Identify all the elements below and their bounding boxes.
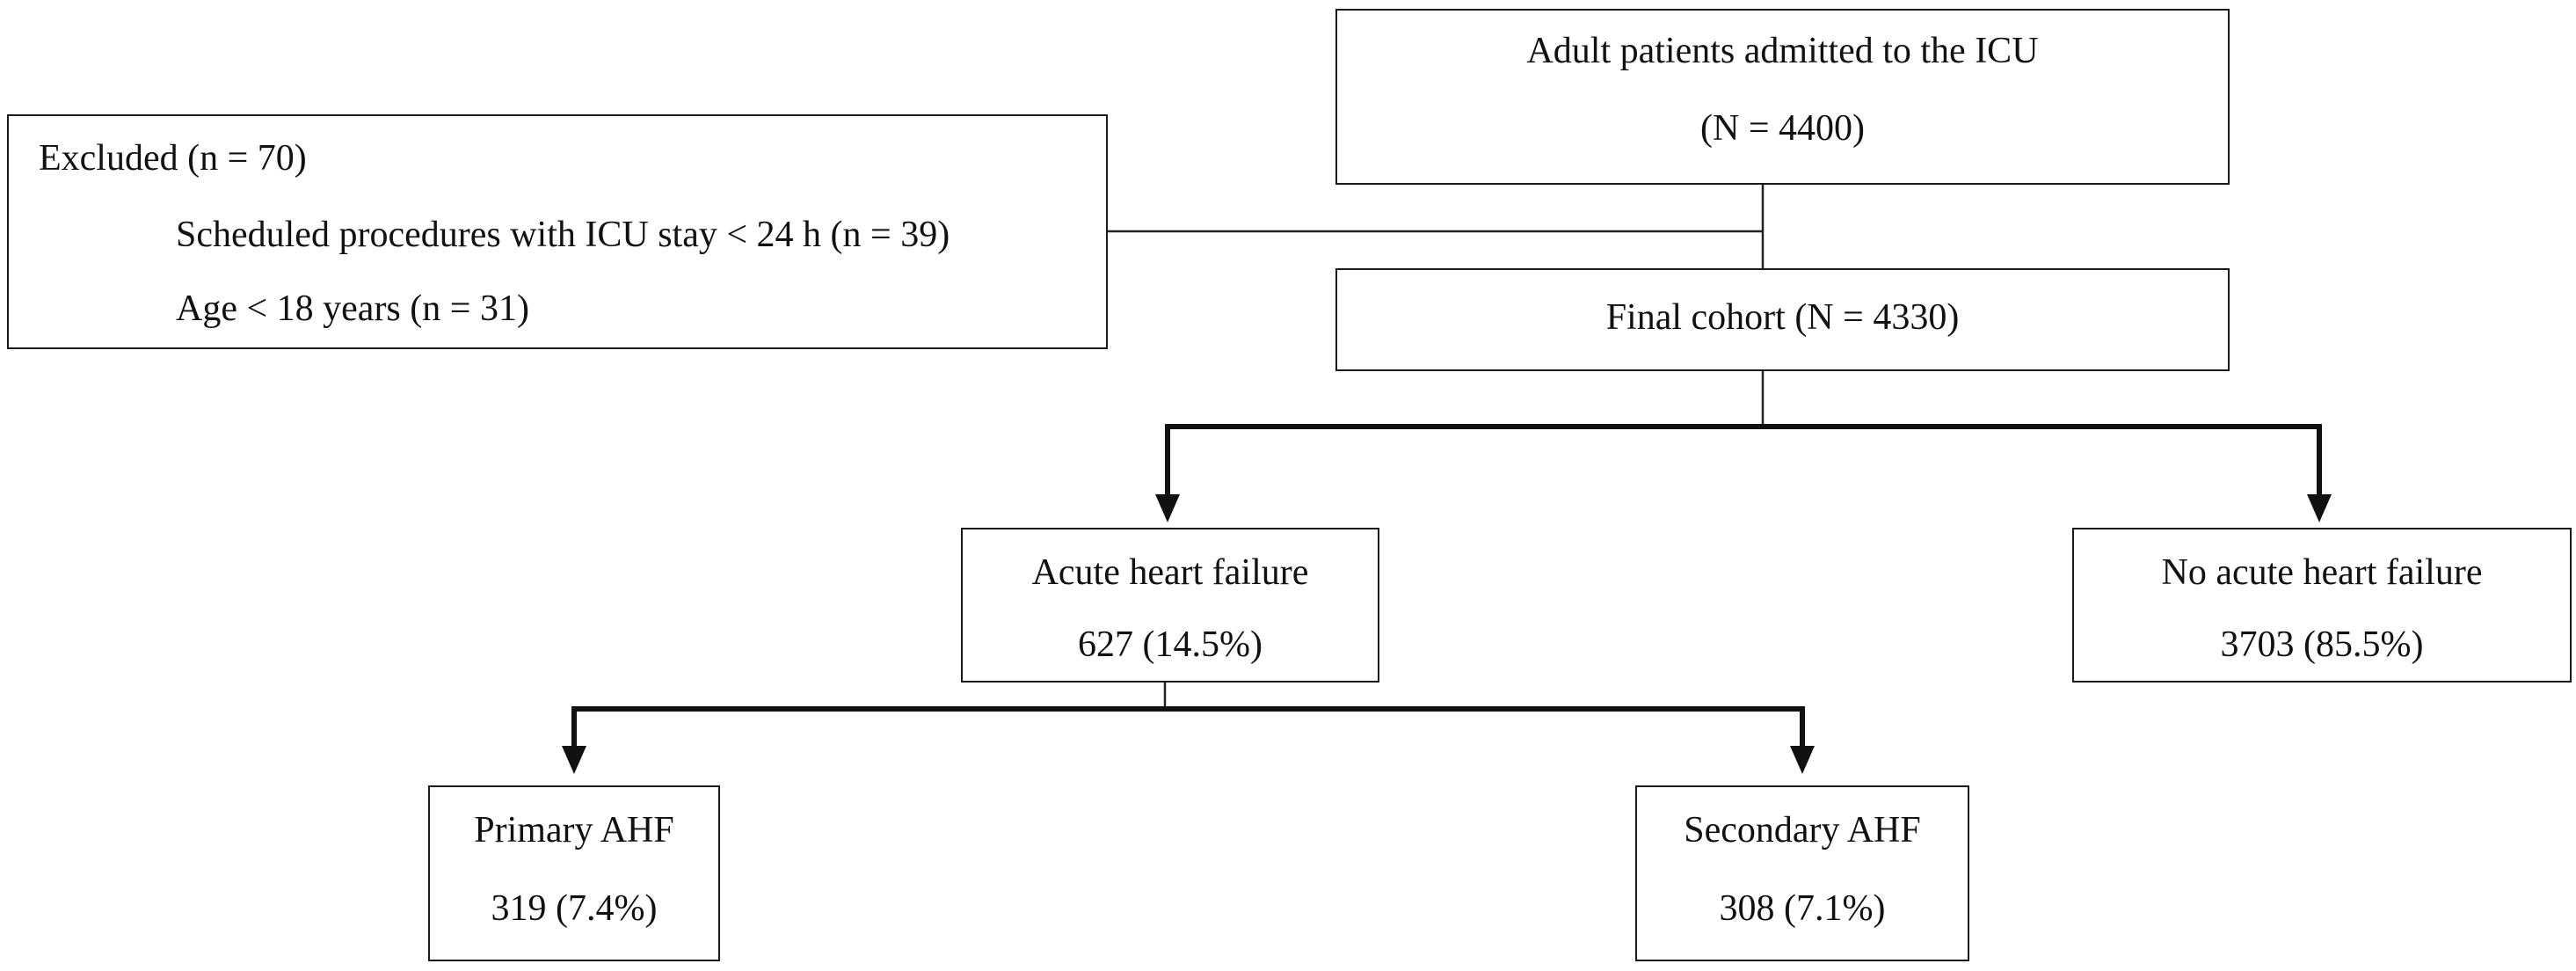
primary-ahf-title: Primary AHF xyxy=(474,810,674,851)
no-ahf-box: No acute heart failure 3703 (85.5%) xyxy=(2072,528,2572,683)
primary-ahf-box: Primary AHF 319 (7.4%) xyxy=(428,785,720,961)
admitted-title: Adult patients admitted to the ICU xyxy=(1526,31,2039,71)
secondary-ahf-count: 308 (7.1%) xyxy=(1719,888,1886,929)
secondary-ahf-title: Secondary AHF xyxy=(1684,810,1921,851)
connector-split-ahf xyxy=(571,706,1805,748)
ahf-title: Acute heart failure xyxy=(1031,552,1309,593)
arrow-to-no-ahf xyxy=(2307,494,2332,522)
ahf-count: 627 (14.5%) xyxy=(1078,624,1263,665)
final-cohort-box: Final cohort (N = 4330) xyxy=(1335,268,2230,371)
arrow-to-ahf xyxy=(1155,494,1180,522)
excluded-box: Excluded (n = 70) Scheduled procedures w… xyxy=(7,114,1108,349)
arrow-to-secondary xyxy=(1790,746,1815,774)
excluded-reason: Scheduled procedures with ICU stay < 24 … xyxy=(176,215,950,255)
excluded-title: Excluded (n = 70) xyxy=(39,138,307,179)
no-ahf-count: 3703 (85.5%) xyxy=(2220,624,2424,665)
secondary-ahf-box: Secondary AHF 308 (7.1%) xyxy=(1635,785,1969,961)
no-ahf-title: No acute heart failure xyxy=(2161,552,2483,593)
admitted-box: Adult patients admitted to the ICU (N = … xyxy=(1335,9,2230,185)
arrow-to-primary xyxy=(562,746,586,774)
excluded-reason: Age < 18 years (n = 31) xyxy=(176,288,529,329)
admitted-count: (N = 4400) xyxy=(1700,108,1865,149)
primary-ahf-count: 319 (7.4%) xyxy=(491,888,658,929)
ahf-box: Acute heart failure 627 (14.5%) xyxy=(961,528,1379,683)
final-cohort-label: Final cohort (N = 4330) xyxy=(1605,297,1960,338)
connector-split-cohort xyxy=(1165,424,2322,497)
